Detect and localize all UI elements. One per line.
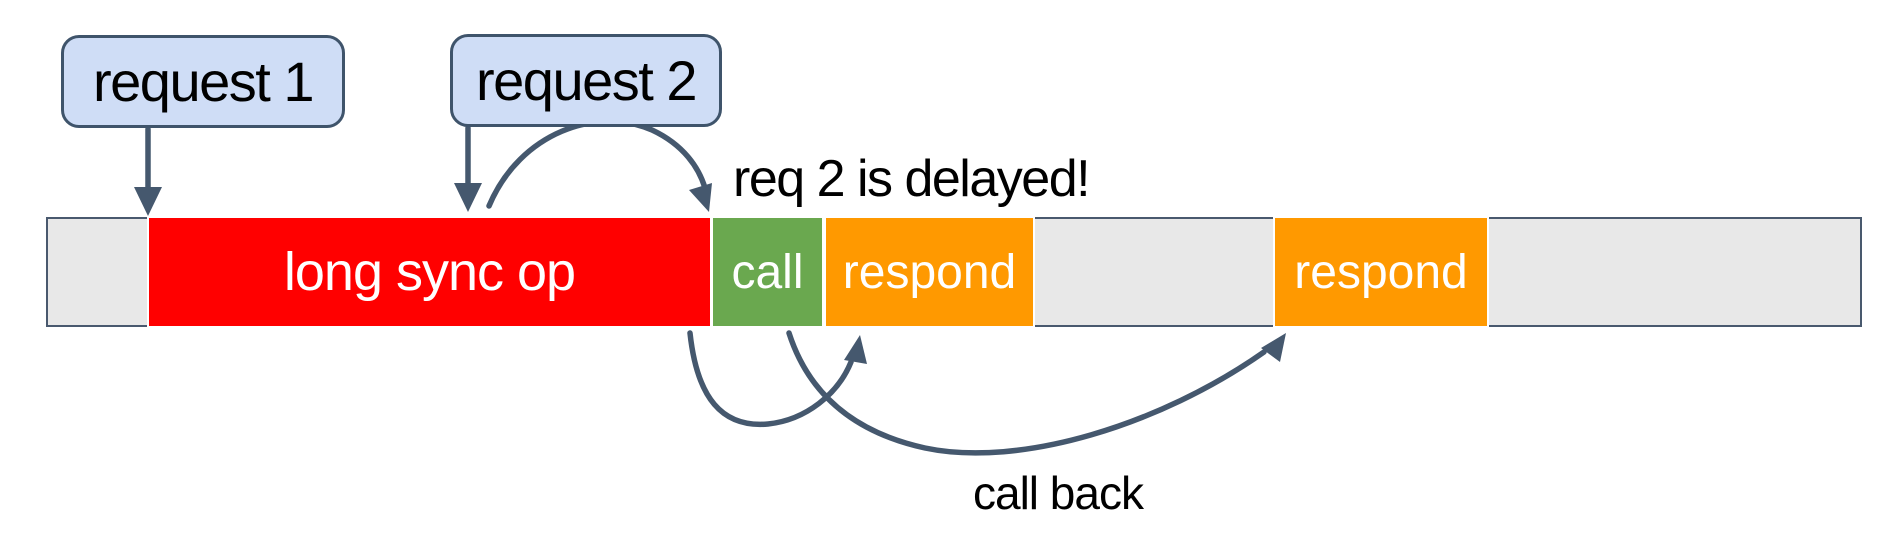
segment-respond-1-label: respond (842, 245, 1017, 299)
segment-call: call (711, 216, 824, 328)
segment-respond-1: respond (824, 216, 1035, 328)
request1-arrowhead-icon (134, 187, 162, 216)
delay-curve-arrowhead-icon (689, 183, 712, 212)
segment-respond-2-label: respond (1294, 245, 1468, 299)
segment-respond-2: respond (1273, 216, 1489, 328)
request-1-box: request 1 (61, 35, 345, 128)
callback-curve-arrowhead-icon (1261, 333, 1286, 362)
callback-label: call back (973, 467, 1144, 519)
segment-long-sync-op-label: long sync op (283, 242, 576, 302)
request-2-box: request 2 (450, 34, 722, 127)
request-2-label: request 2 (476, 49, 698, 112)
callback-curve-line (786, 330, 1267, 456)
request2-arrowhead-icon (454, 183, 482, 212)
delay-curve-line (486, 118, 708, 209)
request-1-label: request 1 (93, 50, 315, 113)
segment-call-label: call (731, 245, 804, 299)
respond1-curve-line (687, 330, 854, 428)
respond1-curve-arrowhead-icon (844, 335, 867, 364)
segment-long-sync-op: long sync op (147, 216, 712, 328)
delayed-note: req 2 is delayed! (733, 150, 1091, 208)
